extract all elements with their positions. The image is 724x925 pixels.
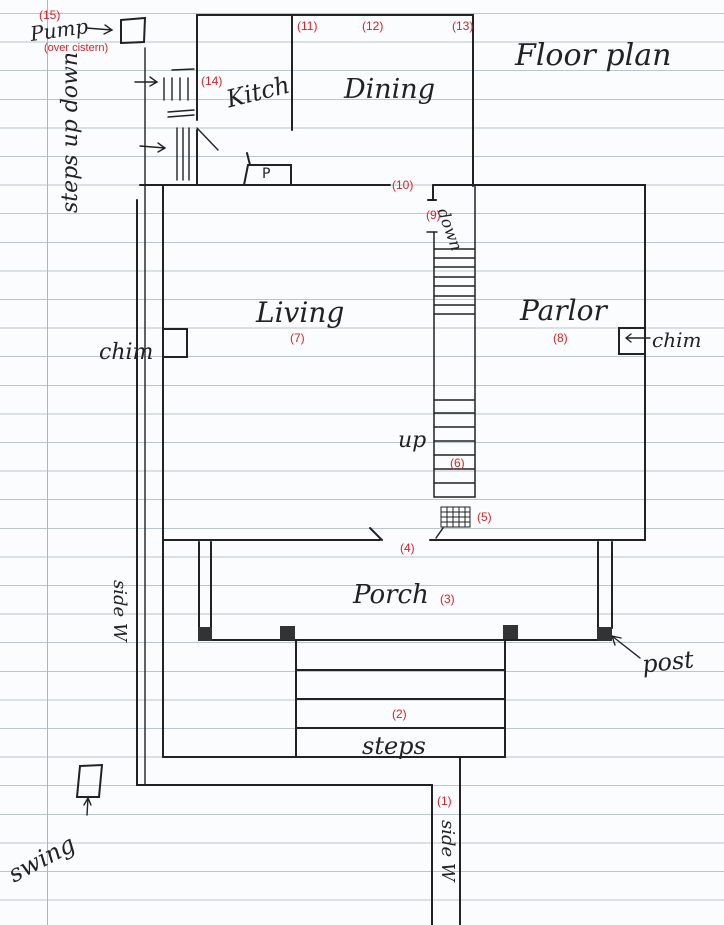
chimney-left-label: chim — [99, 340, 154, 365]
notebook-margin-line — [47, 0, 48, 925]
title-text: Floor plan — [515, 38, 672, 73]
marker-8: (8) — [553, 331, 568, 345]
floor-grate — [435, 506, 471, 539]
marker-15: (15) — [39, 8, 61, 22]
pump-note: (over cistern) — [44, 42, 109, 54]
steps-label: steps — [362, 732, 426, 760]
pump-box — [120, 16, 147, 45]
stairs-up-label: up — [398, 428, 427, 453]
post-label: post — [640, 645, 696, 679]
marker-3: (3) — [440, 592, 455, 606]
marker-14: (14) — [201, 74, 223, 88]
back-steps — [144, 47, 219, 786]
marker-9: (9) — [426, 208, 441, 222]
p-box — [243, 164, 292, 186]
kitchen-dining-walls — [139, 14, 474, 187]
main-house-walls — [162, 184, 646, 541]
front-steps — [162, 539, 506, 758]
marker-10: (10) — [392, 178, 414, 192]
chimney-right-label: chim — [652, 328, 702, 352]
stairs — [426, 185, 476, 498]
marker-4: (4) — [400, 541, 415, 555]
sidewalk — [136, 199, 461, 925]
porch-walls — [198, 541, 613, 641]
sidewalk-bottom-label: side W — [437, 820, 458, 882]
arrows — [83, 24, 651, 816]
marker-1: (1) — [437, 794, 452, 808]
porch-posts — [198, 625, 612, 641]
swing-box — [75, 763, 104, 798]
marker-7: (7) — [290, 331, 305, 345]
room-parlor: Parlor — [520, 294, 607, 327]
room-porch: Porch — [353, 580, 429, 610]
marker-5: (5) — [477, 510, 492, 524]
sidewalk-left-label: side W — [109, 580, 130, 642]
title: Floor plan — [515, 38, 671, 74]
marker-12: (12) — [362, 19, 384, 33]
chimney-right — [618, 327, 646, 355]
p-box-label: P — [262, 166, 271, 182]
marker-2: (2) — [392, 707, 407, 721]
chimney-left — [162, 328, 188, 358]
steps-up-down-label: steps up down — [58, 51, 84, 214]
marker-13: (13) — [452, 19, 474, 33]
room-living: Living — [256, 296, 345, 329]
marker-11: (11) — [297, 19, 318, 33]
marker-6: (6) — [450, 456, 465, 470]
room-dining: Dining — [344, 74, 435, 105]
